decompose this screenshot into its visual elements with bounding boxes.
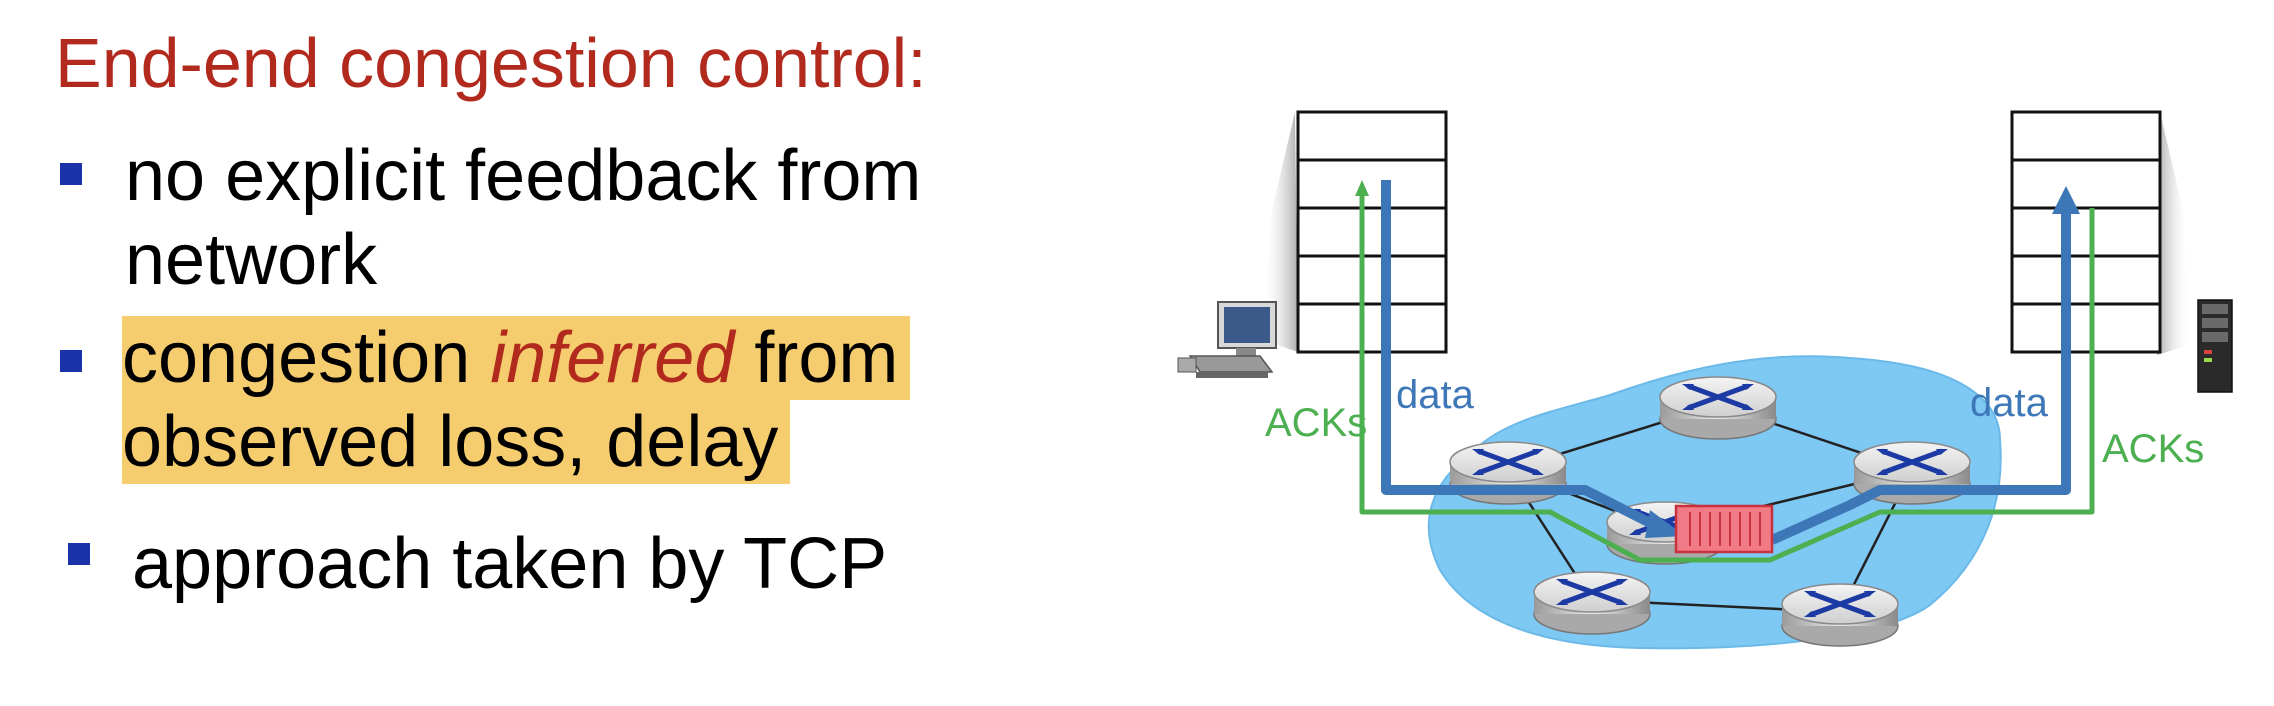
- data-label-left: data: [1396, 373, 1475, 417]
- data-path: [1381, 180, 2071, 545]
- ack-arrowhead-icon: [1355, 180, 1369, 196]
- bullet-2-pre: congestion: [122, 318, 491, 398]
- desktop-computer-icon: [1177, 301, 1277, 378]
- bullet-2-line-2: observed loss, delay: [122, 400, 910, 484]
- bullet-1-line-2: network: [125, 220, 378, 300]
- acks-label-right: ACKs: [2102, 427, 2204, 471]
- bullet-marker-2: [60, 350, 82, 372]
- bullet-2-highlight-1: congestion inferred from: [122, 316, 911, 400]
- bullet-2-text: congestion inferred from observed loss, …: [122, 316, 911, 484]
- bullet-1-line-1: no explicit feedback from: [125, 136, 922, 216]
- data-arrowhead-right-icon: [2052, 186, 2080, 214]
- bullet-marker-3: [68, 543, 90, 565]
- bullet-2-line-1: congestion inferred from: [122, 316, 911, 400]
- bullet-marker-1: [60, 163, 82, 185]
- bullet-2-emphasis: inferred: [490, 318, 735, 398]
- ack-path: [1359, 192, 2095, 563]
- bullet-1-text: no explicit feedback from network: [125, 134, 921, 302]
- slide-title: End-end congestion control:: [55, 24, 927, 102]
- left-host-shadow: [1262, 112, 1298, 352]
- left-protocol-stack: [1296, 110, 1448, 354]
- router-icon-top: [1660, 377, 1776, 439]
- acks-label-left: ACKs: [1265, 401, 1367, 445]
- bullet-2-highlight-2: observed loss, delay: [122, 400, 791, 484]
- right-host-shadow: [2157, 112, 2190, 355]
- router-icon-bottom-left: [1534, 572, 1650, 634]
- router-icon-bottom-right: [1782, 584, 1898, 646]
- data-label-right: data: [1970, 381, 2049, 425]
- bullet-3-text: approach taken by TCP: [132, 524, 888, 604]
- right-protocol-stack: [2010, 110, 2162, 354]
- server-icon: [2197, 299, 2233, 393]
- bullet-2-post: from: [734, 318, 899, 398]
- congestion-queue-icon: [1674, 504, 1774, 554]
